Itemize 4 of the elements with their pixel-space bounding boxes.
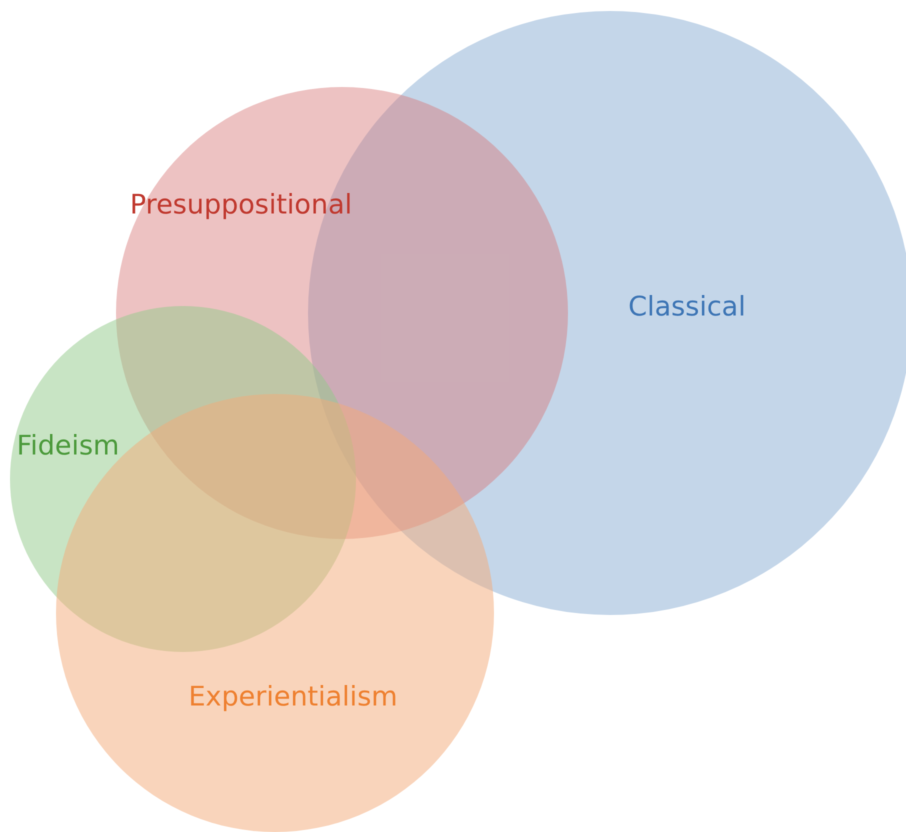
set-label: Presuppositional xyxy=(130,190,352,220)
set-label: Classical xyxy=(628,292,746,322)
set-label: Experientialism xyxy=(188,682,398,712)
set-label: Fideism xyxy=(16,430,120,462)
